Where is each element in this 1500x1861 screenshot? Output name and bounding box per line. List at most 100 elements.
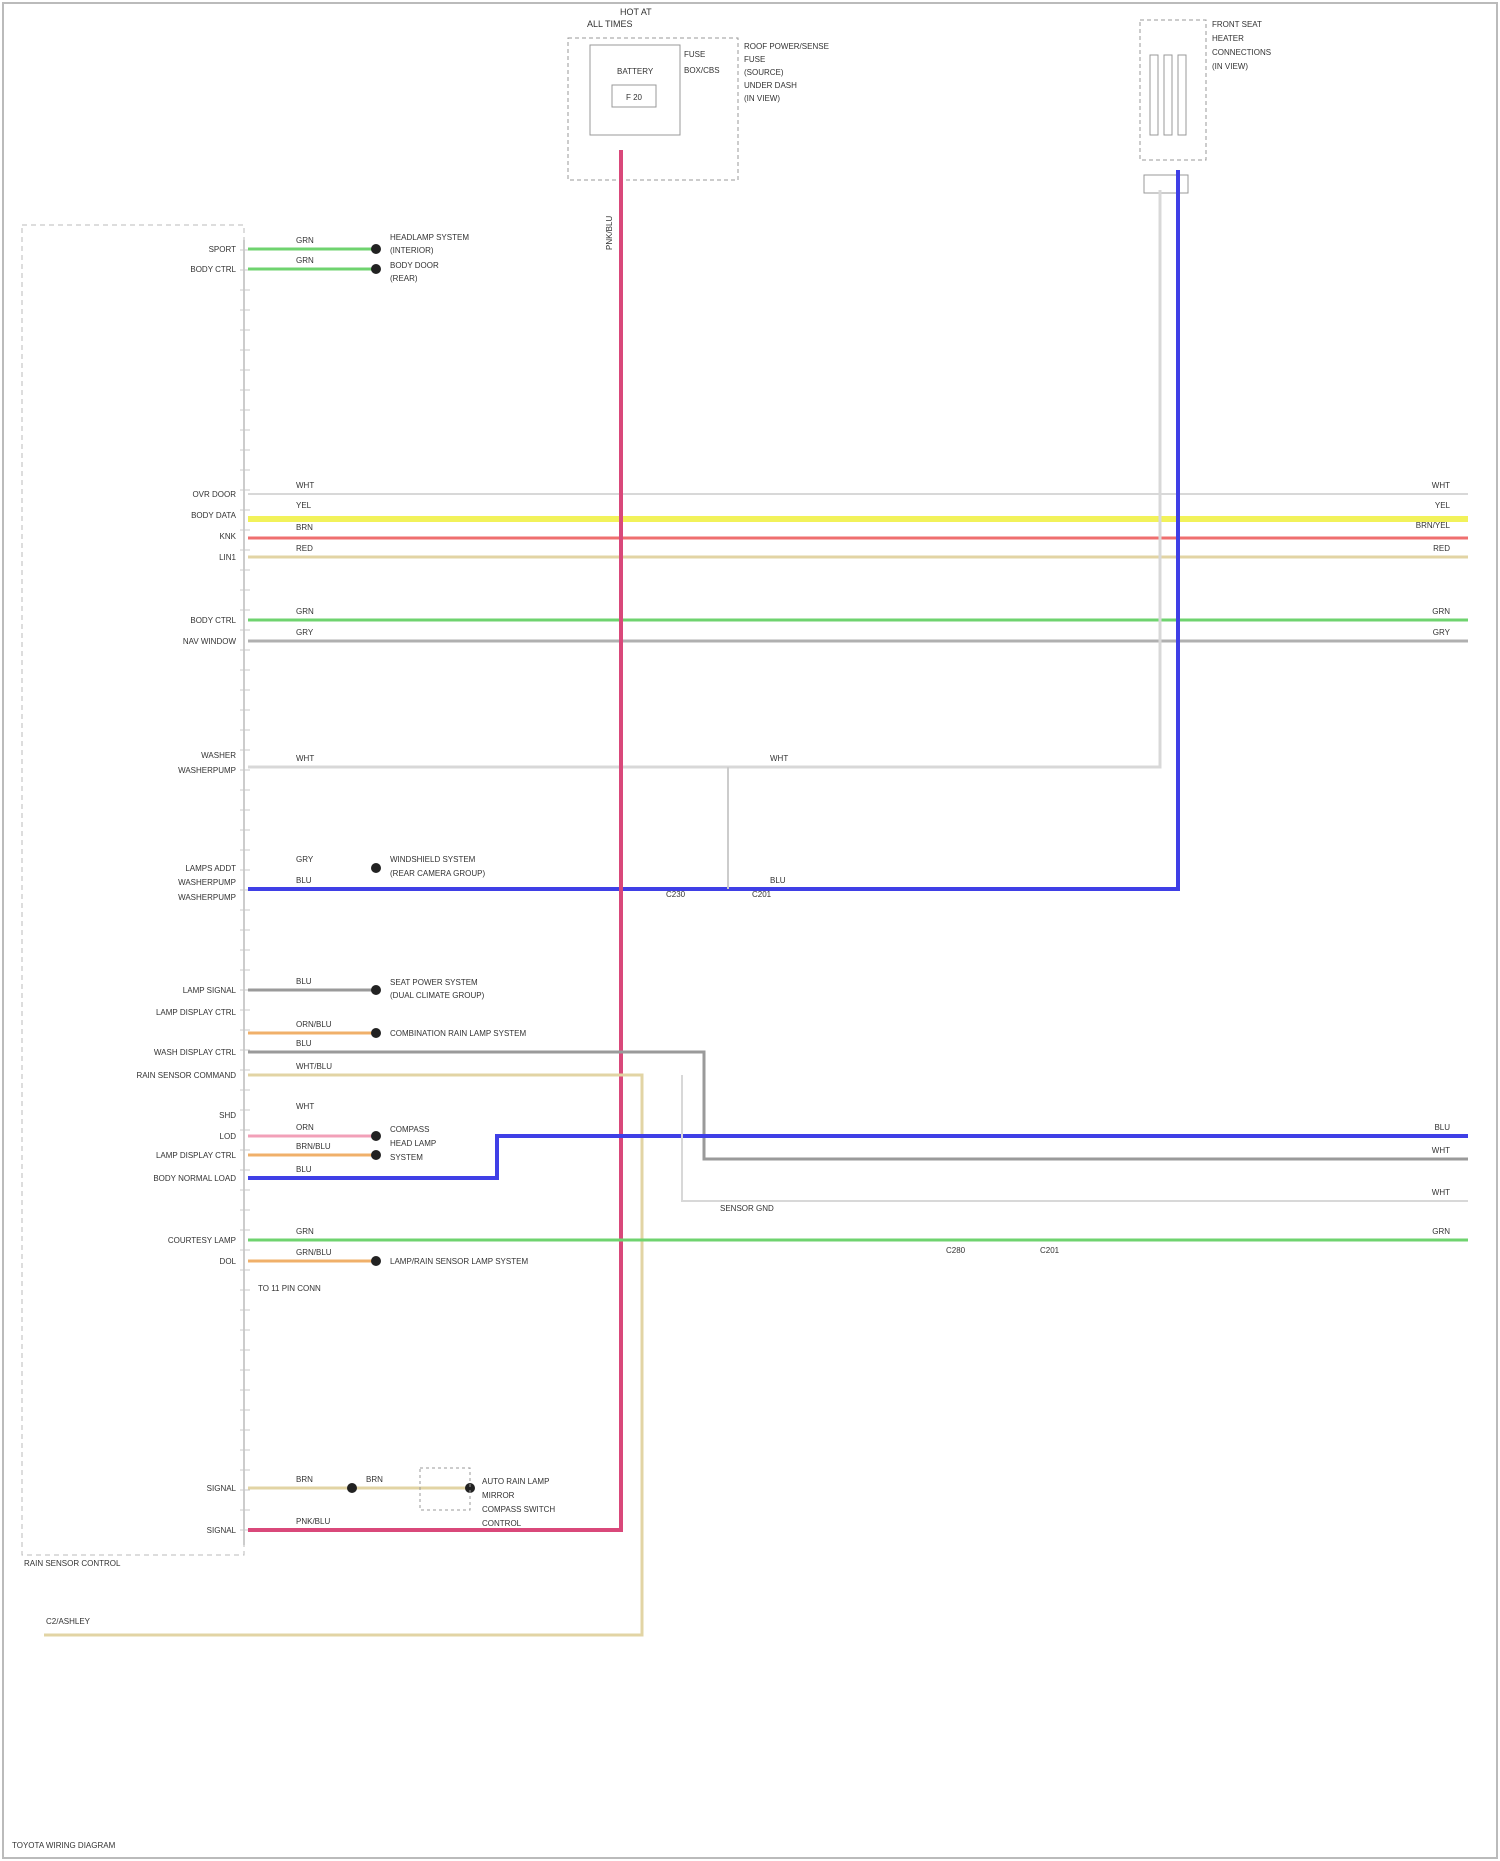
- connector-label: C230: [666, 890, 686, 899]
- wire-color-label: BRN: [296, 523, 313, 532]
- trm-bar-2: [1164, 55, 1172, 135]
- module-pin-label: BODY CTRL: [190, 616, 236, 625]
- wire-color-label: GRN/BLU: [296, 1248, 332, 1257]
- module-pin-label: OVR DOOR: [192, 490, 236, 499]
- splice-dot: [371, 1256, 381, 1266]
- fuse-inner-1: BATTERY: [617, 67, 654, 76]
- right-wire-label: WHT: [1432, 481, 1450, 490]
- trm-desc-1: FRONT SEAT: [1212, 20, 1262, 29]
- right-wire-label: WHT: [1432, 1188, 1450, 1197]
- wire-color-label: WHT: [296, 754, 314, 763]
- splice-dot: [347, 1483, 357, 1493]
- left-labels: SPORT BODY CTRL OVR DOOR BODY DATA KNK LIN1BO…: [136, 245, 236, 1535]
- wire-color-label: BLU: [296, 977, 312, 986]
- right-wire-label: BLU: [1434, 1123, 1450, 1132]
- module-pin-label: BODY NORMAL LOAD: [153, 1174, 236, 1183]
- module-pin-label: LAMP SIGNAL: [183, 986, 237, 995]
- splice-dot: [371, 264, 381, 274]
- right-wire-label: WHT: [1432, 1146, 1450, 1155]
- wire-tan-loop: [44, 1075, 642, 1635]
- connector-label: C280: [946, 1246, 966, 1255]
- module-pin-label: SPORT: [209, 245, 237, 254]
- wire-color-label: BLU: [296, 1165, 312, 1174]
- module-pin-label: SIGNAL: [207, 1526, 237, 1535]
- wire-color-label: WHT/BLU: [296, 1062, 332, 1071]
- trm-bar-3: [1178, 55, 1186, 135]
- destination-text: LAMP/RAIN SENSOR LAMP SYSTEM: [390, 1257, 528, 1266]
- module-pin-label: WASHER: [201, 751, 236, 760]
- fuse-inner-2: F 20: [626, 93, 643, 102]
- destination-text: AUTO RAIN LAMP: [482, 1477, 549, 1486]
- destination-text: SYSTEM: [390, 1153, 423, 1162]
- wire-color-label: GRY: [296, 855, 314, 864]
- wire-color-label: RED: [296, 544, 313, 553]
- module-pin-label: LAMPS ADDT: [185, 864, 236, 873]
- wire-color-label: WHT: [296, 1102, 314, 1111]
- misc-text: C2/ASHLEY: [46, 1617, 91, 1626]
- destination-text: WINDSHIELD SYSTEM: [390, 855, 476, 864]
- destination-text: BODY DOOR: [390, 261, 439, 270]
- fuse-desc-3: (SOURCE): [744, 68, 784, 77]
- wire-color-label: WHT: [296, 481, 314, 490]
- splice-dot: [371, 1150, 381, 1160]
- module-pin-label: LOD: [220, 1132, 237, 1141]
- right-wire-label: GRN: [1432, 607, 1450, 616]
- module-pin-label: COURTESY LAMP: [168, 1236, 236, 1245]
- module-pin-label: SIGNAL: [207, 1484, 237, 1493]
- right-wire-label: RED: [1433, 544, 1450, 553]
- fuse-title-2: ALL TIMES: [587, 19, 633, 29]
- wire-color-label: BLU: [296, 1039, 312, 1048]
- destination-text: (INTERIOR): [390, 246, 434, 255]
- misc-text: SENSOR GND: [720, 1204, 774, 1213]
- wire-color-label: BRN/BLU: [296, 1142, 331, 1151]
- destination-text: HEAD LAMP: [390, 1139, 436, 1148]
- wire-white-washer: [248, 190, 1160, 767]
- wire-color-label: ORN: [296, 1123, 314, 1132]
- module-pin-label: LAMP DISPLAY CTRL: [156, 1151, 237, 1160]
- destination-texts: HEADLAMP SYSTEM (INTERIOR) BODY DOOR (REAR)…: [390, 233, 555, 1528]
- right-wire-label: GRY: [1433, 628, 1451, 637]
- wire-color-label: BLU: [296, 876, 312, 885]
- wire-color-label: ORN/BLU: [296, 1020, 332, 1029]
- right-wire-label: BRN/YEL: [1416, 521, 1451, 530]
- module-pin-label: WASHERPUMP: [178, 878, 236, 887]
- splice-dot: [371, 1028, 381, 1038]
- destination-text: (REAR CAMERA GROUP): [390, 869, 485, 878]
- fuse-inner-box: [590, 45, 680, 135]
- fuse-side-2: BOX/CBS: [684, 66, 720, 75]
- splice-dot: [371, 985, 381, 995]
- module-pin-label: LAMP DISPLAY CTRL: [156, 1008, 237, 1017]
- module-pin-label: WASHERPUMP: [178, 766, 236, 775]
- wire-color-label: WHT: [770, 754, 788, 763]
- misc-text: TO 11 PIN CONN: [258, 1284, 321, 1293]
- destination-text: (REAR): [390, 274, 418, 283]
- destination-text: HEADLAMP SYSTEM: [390, 233, 469, 242]
- connector-label: C201: [752, 890, 772, 899]
- wire-color-label: GRY: [296, 628, 314, 637]
- module-pin-label: BODY DATA: [191, 511, 237, 520]
- module-pin-label: KNK: [220, 532, 237, 541]
- destination-text: COMPASS: [390, 1125, 429, 1134]
- wire-color-label: GRN: [296, 256, 314, 265]
- splice-dot: [371, 244, 381, 254]
- wire-color-label: GRN: [296, 1227, 314, 1236]
- module-pin-label: DOL: [220, 1257, 237, 1266]
- fuse-desc-4: UNDER DASH: [744, 81, 797, 90]
- destination-text: SEAT POWER SYSTEM: [390, 978, 478, 987]
- fuse-wire-label: PNK/BLU: [605, 216, 614, 250]
- destination-text: MIRROR: [482, 1491, 515, 1500]
- module-pin-label: LIN1: [219, 553, 236, 562]
- connector-label: C201: [1040, 1246, 1060, 1255]
- module-pin-label: NAV WINDOW: [183, 637, 237, 646]
- trm-desc-2: HEATER: [1212, 34, 1244, 43]
- fuse-desc-2: FUSE: [744, 55, 765, 64]
- destination-text: COMPASS SWITCH: [482, 1505, 555, 1514]
- wire-pink-main: [248, 150, 621, 1530]
- fuse-desc-1: ROOF POWER/SENSE: [744, 42, 829, 51]
- trm-desc-4: (IN VIEW): [1212, 62, 1248, 71]
- trm-desc-3: CONNECTIONS: [1212, 48, 1271, 57]
- module-pin-label: SHD: [219, 1111, 236, 1120]
- misc-texts: TO 11 PIN CONN SENSOR GND C2/ASHLEY: [46, 1204, 774, 1626]
- destination-text: CONTROL: [482, 1519, 522, 1528]
